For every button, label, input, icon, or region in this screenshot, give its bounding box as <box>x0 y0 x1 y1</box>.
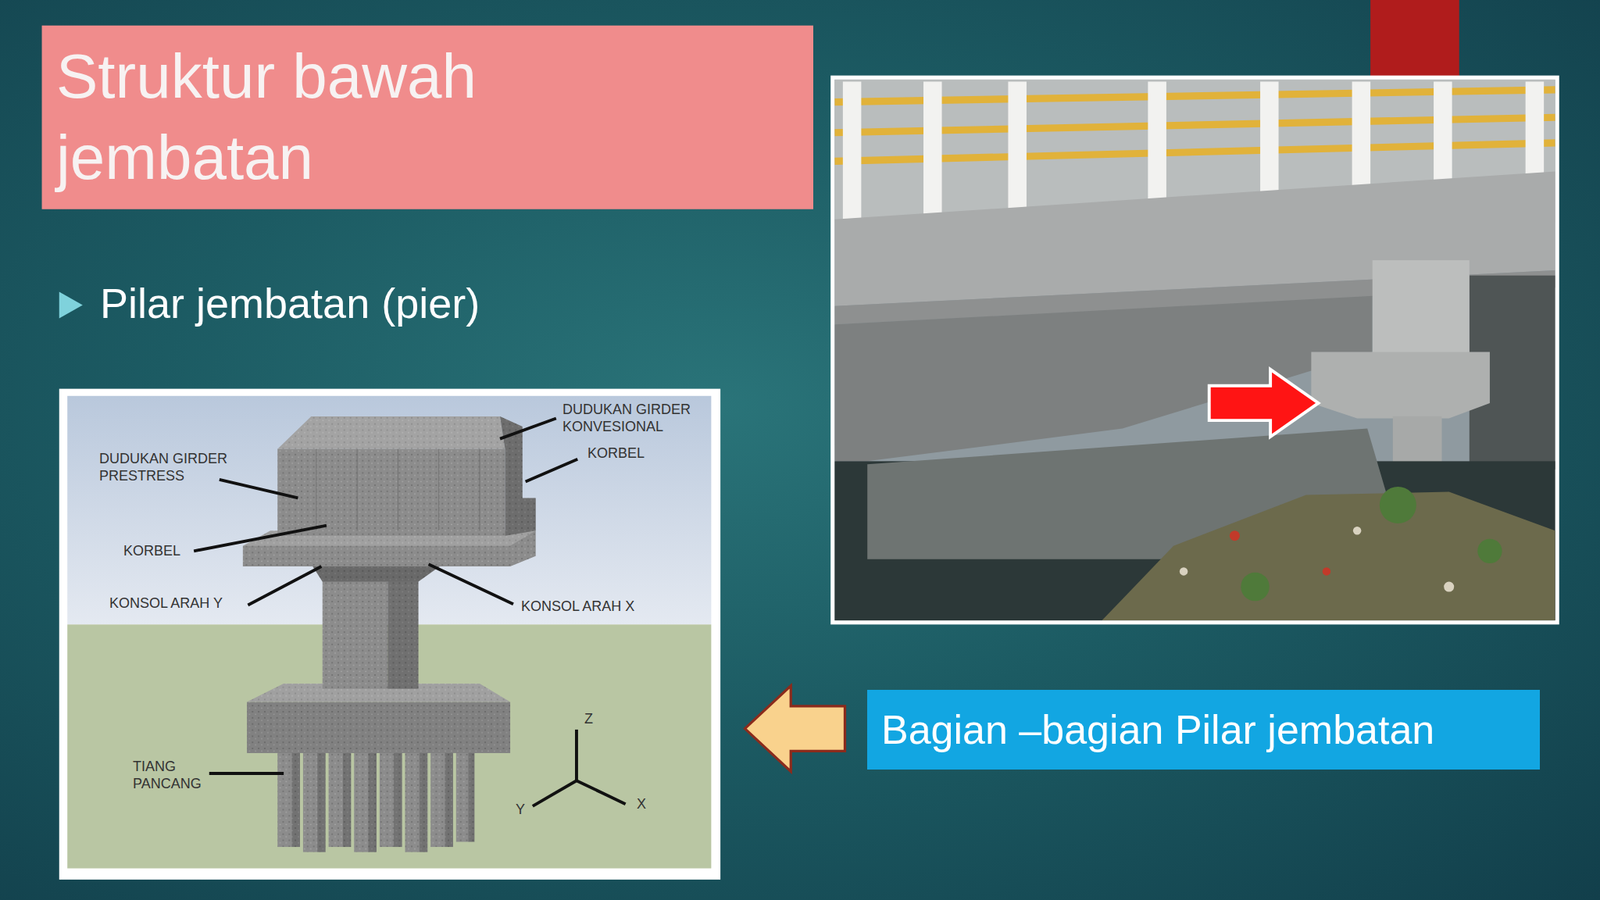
bullet-triangle <box>59 292 83 319</box>
bridge-photo <box>830 75 1560 625</box>
label-box: Bagian –bagian Pilar jembatan <box>867 689 1540 770</box>
pier-illustration <box>59 389 721 880</box>
part-label: KORBEL <box>123 542 181 561</box>
pointer-arrow <box>744 685 845 772</box>
part-label: KORBEL <box>587 445 645 463</box>
title-box <box>42 25 814 210</box>
box-text: Bagian –bagian Pilar jembatan <box>881 705 1526 754</box>
part-label: KONSOL ARAH Y <box>109 595 223 613</box>
part-label: DUDUKAN GIRDER PRESTRESS <box>99 450 256 485</box>
slide-title: Struktur bawah jembatan <box>56 35 619 199</box>
axis-label: Y <box>515 801 525 819</box>
part-label: TIANG PANCANG <box>132 758 221 793</box>
red-arrow <box>1209 369 1319 437</box>
bullet-text: Pilar jembatan (pier) <box>100 278 480 329</box>
axis-label: X <box>636 796 647 814</box>
accent-block <box>1370 0 1460 77</box>
part-label: KONSOL ARAH X <box>521 598 635 616</box>
axis-label: Z <box>584 710 593 729</box>
part-label: DUDUKAN GIRDER KONVESIONAL <box>562 401 719 436</box>
